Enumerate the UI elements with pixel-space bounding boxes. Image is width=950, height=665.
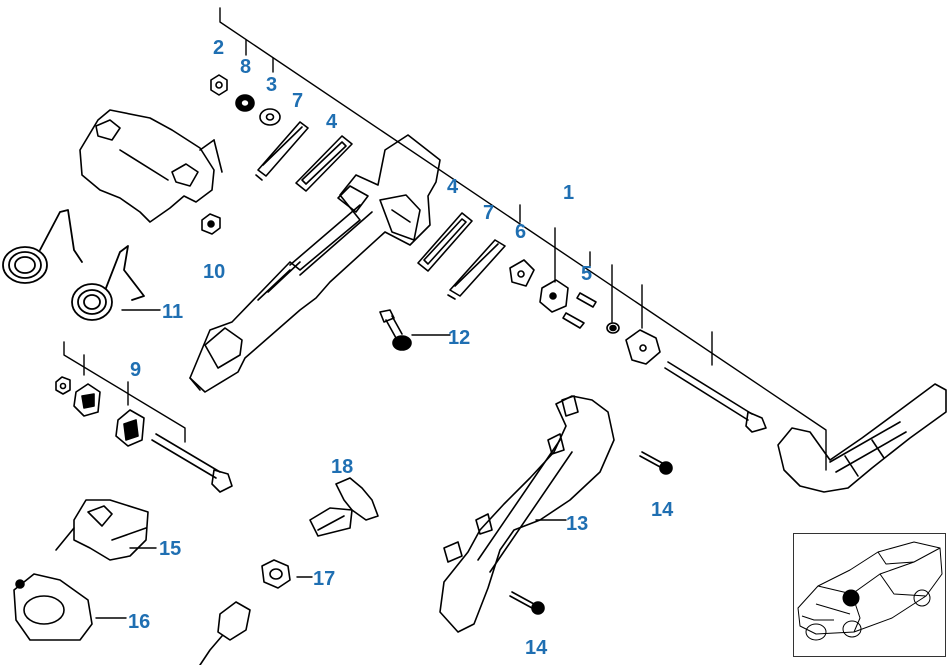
callout-15[interactable]: 15 — [159, 538, 182, 560]
part-11-spring-left[interactable] — [2, 209, 83, 284]
part-9-bolt[interactable] — [151, 433, 233, 493]
part-11-spring-right[interactable] — [71, 245, 145, 321]
callout-1[interactable]: 1 — [563, 182, 575, 204]
clamp-bolt[interactable] — [664, 361, 767, 433]
part-16-housing[interactable] — [13, 573, 93, 641]
callout-14-lower[interactable]: 14 — [525, 637, 548, 659]
callout-8[interactable]: 8 — [240, 56, 252, 78]
part-8-washer[interactable] — [235, 94, 255, 112]
part-15-bracket[interactable] — [55, 499, 149, 561]
callout-17[interactable]: 17 — [313, 568, 336, 590]
callout-14-upper[interactable]: 14 — [651, 499, 674, 521]
part-10-nut[interactable] — [201, 213, 221, 235]
callout-16[interactable]: 16 — [128, 611, 151, 633]
part-1-steering-column[interactable] — [189, 134, 441, 393]
part-9-nut[interactable] — [55, 376, 71, 395]
location-marker — [842, 589, 860, 607]
car-location-icon — [797, 541, 943, 641]
part-9-bushing-b[interactable] — [115, 409, 145, 447]
part-6-lock-plate[interactable] — [509, 259, 535, 287]
callout-2[interactable]: 2 — [213, 37, 225, 59]
callout-13[interactable]: 13 — [566, 513, 589, 535]
part-3-washer[interactable] — [259, 108, 281, 126]
part-2-nut[interactable] — [210, 74, 228, 96]
callout-10[interactable]: 10 — [203, 261, 226, 283]
part-4-slide-lower[interactable] — [417, 212, 473, 272]
part-1-gear[interactable] — [539, 279, 569, 313]
part-14-screw-upper[interactable] — [639, 451, 673, 475]
callout-6[interactable]: 6 — [515, 221, 527, 243]
part-18-bracket[interactable] — [309, 477, 379, 537]
part-14-screw-lower[interactable] — [509, 591, 545, 615]
part-5-pins[interactable] — [562, 292, 597, 329]
part-4-slide-upper[interactable] — [295, 135, 353, 192]
spring[interactable] — [606, 322, 620, 334]
callout-7-upper[interactable]: 7 — [292, 90, 304, 112]
callout-3[interactable]: 3 — [266, 74, 278, 96]
callout-5[interactable]: 5 — [581, 263, 593, 285]
callout-4-lower[interactable]: 4 — [447, 176, 459, 198]
part-12-bolt[interactable] — [379, 309, 412, 351]
callout-12[interactable]: 12 — [448, 327, 471, 349]
callout-4-upper[interactable]: 4 — [326, 111, 338, 133]
callout-11[interactable]: 11 — [162, 301, 184, 323]
part-17-clip[interactable] — [261, 559, 291, 589]
part-7-clip-upper[interactable] — [255, 121, 309, 181]
connector-cable[interactable] — [199, 601, 251, 665]
part-13-column-carrier[interactable] — [439, 395, 615, 633]
lever-hub[interactable] — [625, 329, 661, 365]
callout-9[interactable]: 9 — [130, 359, 142, 381]
adjustment-lever[interactable] — [777, 383, 947, 493]
callout-18[interactable]: 18 — [331, 456, 354, 478]
assembly-leader-lines — [63, 7, 827, 619]
callout-7-lower[interactable]: 7 — [483, 202, 495, 224]
part-7-clip-lower[interactable] — [447, 239, 506, 300]
car-location-thumbnail[interactable] — [793, 533, 946, 657]
upper-bracket[interactable] — [79, 109, 223, 223]
part-9-bushing-a[interactable] — [73, 383, 101, 417]
